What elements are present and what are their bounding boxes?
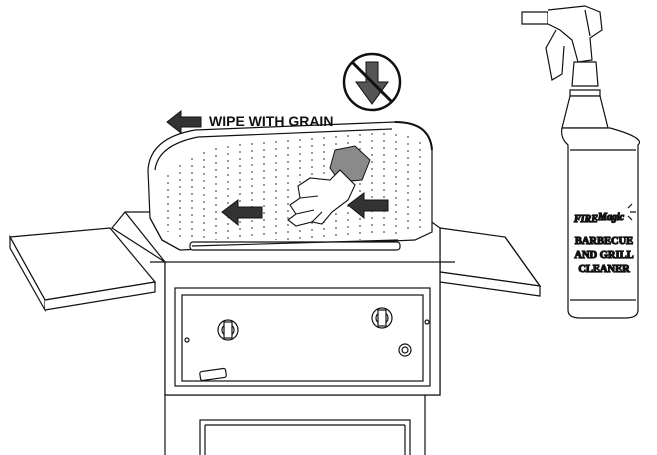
cleaner-spray-bottle: FIRE Magic BARBECUE AND GRILL CLEANER [521,5,640,319]
grill-cart [164,395,426,455]
brand-magic-text: Magic [597,212,625,223]
label-line-3: CLEANER [578,264,630,275]
wipe-with-grain-text: WIPE WITH GRAIN [209,113,333,129]
label-line-2: AND GRILL [574,250,633,261]
control-panel [184,307,430,382]
no-down-arrow-icon [342,52,402,112]
grill-hood [147,121,433,251]
wipe-left-arrow-icon [347,192,389,220]
instruction-label: WIPE WITH GRAIN [166,109,333,135]
wiping-hand [287,169,356,227]
left-side-shelf [9,227,157,313]
wipe-left-arrow-icon [221,199,263,227]
left-arrow-icon [166,109,202,135]
brand-fire-text: FIRE [573,214,598,225]
brand-plate [199,367,227,382]
sparkle-icon [627,203,636,221]
label-line-1: BARBECUE [575,236,633,247]
